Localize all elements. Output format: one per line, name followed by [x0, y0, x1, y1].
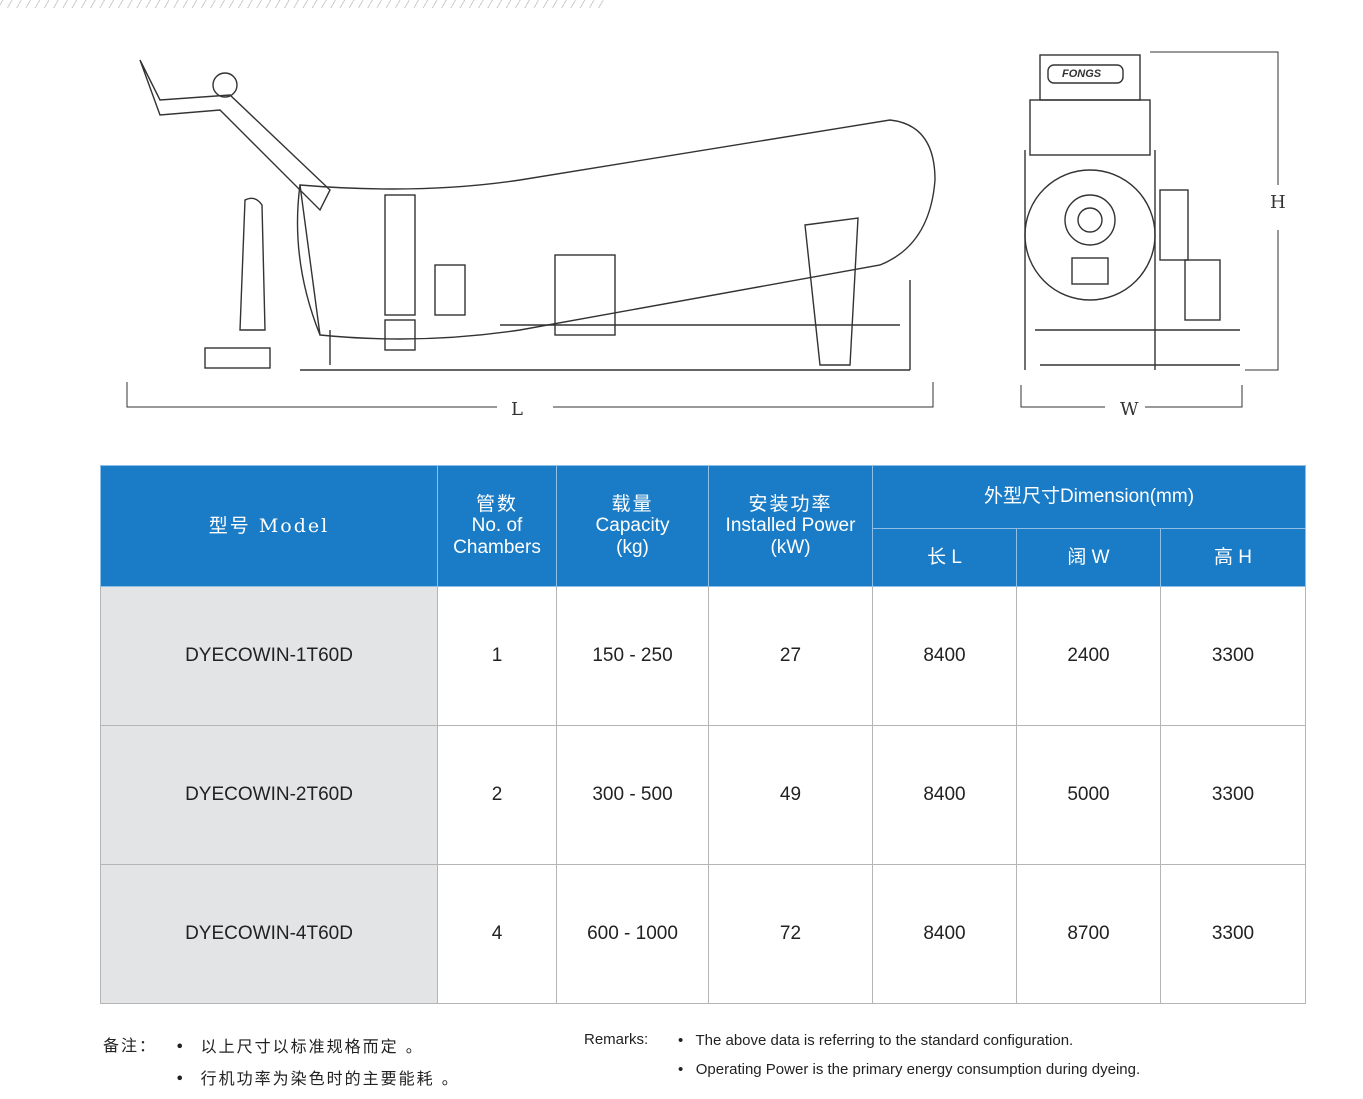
cell-height: 3300: [1160, 725, 1306, 865]
cell-chambers: 1: [437, 586, 557, 726]
width-dimension-label: W: [1120, 399, 1139, 420]
remarks-cn-item: • 以上尺寸以标准规格而定 。: [175, 1037, 424, 1056]
cell-height: 3300: [1160, 864, 1306, 1004]
cell-capacity: 150 - 250: [556, 586, 709, 726]
cell-capacity: 600 - 1000: [556, 864, 709, 1004]
decorative-hatch: [0, 0, 605, 8]
remarks-cn-label: 备注：: [103, 1036, 158, 1055]
end-view: [1024, 54, 1240, 370]
cell-chambers: 2: [437, 725, 557, 865]
table-row: DYECOWIN-4T60D 4 600 - 1000 72 8400 8700…: [100, 864, 1306, 1004]
cell-capacity: 300 - 500: [556, 725, 709, 865]
cell-power: 27: [708, 586, 873, 726]
header-dimension: 外型尺寸Dimension(mm): [872, 465, 1306, 529]
header-length: 长 L: [872, 528, 1017, 587]
cell-chambers: 4: [437, 864, 557, 1004]
remarks-en-label: Remarks:: [584, 1031, 649, 1048]
height-dimension-label: H: [1270, 192, 1286, 213]
machine-drawing: [126, 51, 1279, 408]
cell-length: 8400: [872, 725, 1017, 865]
side-view: [139, 59, 936, 371]
cell-width: 8700: [1016, 864, 1161, 1004]
remarks-en-item: • Operating Power is the primary energy …: [678, 1061, 1141, 1078]
cell-length: 8400: [872, 586, 1017, 726]
cell-power: 49: [708, 725, 873, 865]
remarks-en-item: • The above data is referring to the sta…: [678, 1032, 1074, 1049]
fongs-logo: FONGS: [1062, 68, 1102, 80]
header-model: 型号 Model: [100, 465, 438, 587]
dimension-lines: [126, 51, 1279, 408]
cell-height: 3300: [1160, 586, 1306, 726]
header-height: 高 H: [1160, 528, 1306, 587]
cell-length: 8400: [872, 864, 1017, 1004]
cell-model: DYECOWIN-4T60D: [100, 864, 438, 1004]
remarks-cn-item: • 行机功率为染色时的主要能耗 。: [175, 1069, 460, 1088]
cell-model: DYECOWIN-1T60D: [100, 586, 438, 726]
cell-power: 72: [708, 864, 873, 1004]
cell-model: DYECOWIN-2T60D: [100, 725, 438, 865]
header-width: 阔 W: [1016, 528, 1161, 587]
table-row: DYECOWIN-2T60D 2 300 - 500 49 8400 5000 …: [100, 725, 1306, 865]
table-row: DYECOWIN-1T60D 1 150 - 250 27 8400 2400 …: [100, 586, 1306, 726]
cell-width: 2400: [1016, 586, 1161, 726]
cell-width: 5000: [1016, 725, 1161, 865]
length-dimension-label: L: [511, 399, 523, 420]
